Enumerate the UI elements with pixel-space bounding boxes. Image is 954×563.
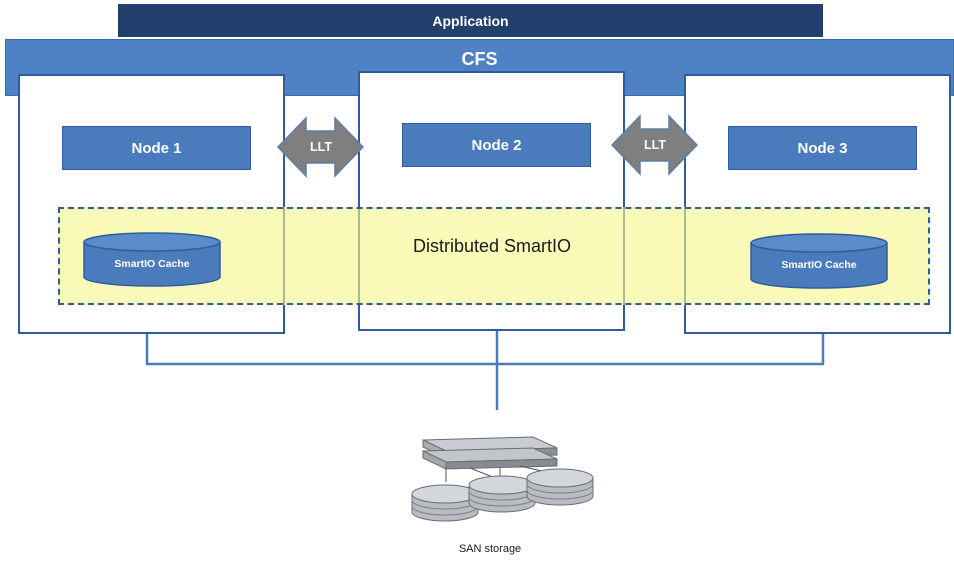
cfs-label: CFS	[461, 49, 498, 69]
san-storage-icon	[411, 436, 594, 522]
storage-connector-lines	[145, 331, 825, 410]
llt-arrow-2	[610, 114, 699, 176]
node-2-label: Node 2	[402, 123, 591, 167]
application-label: Application	[432, 12, 509, 29]
cache-cylinder-2	[750, 233, 888, 289]
llt-label-1: LLT	[310, 140, 332, 154]
cache-label-1: SmartIO Cache	[114, 258, 190, 270]
distributed-smartio-label: Distributed SmartIO	[412, 236, 572, 256]
node-1-label: Node 1	[62, 126, 251, 170]
san-storage-label: SAN storage	[458, 543, 522, 555]
cache-label-2: SmartIO Cache	[781, 259, 857, 271]
cache-cylinder-1	[83, 232, 221, 287]
llt-arrow-1	[276, 116, 365, 178]
llt-label-2: LLT	[644, 138, 666, 152]
application-bar: Application	[118, 4, 823, 37]
node-3-label: Node 3	[728, 126, 917, 170]
